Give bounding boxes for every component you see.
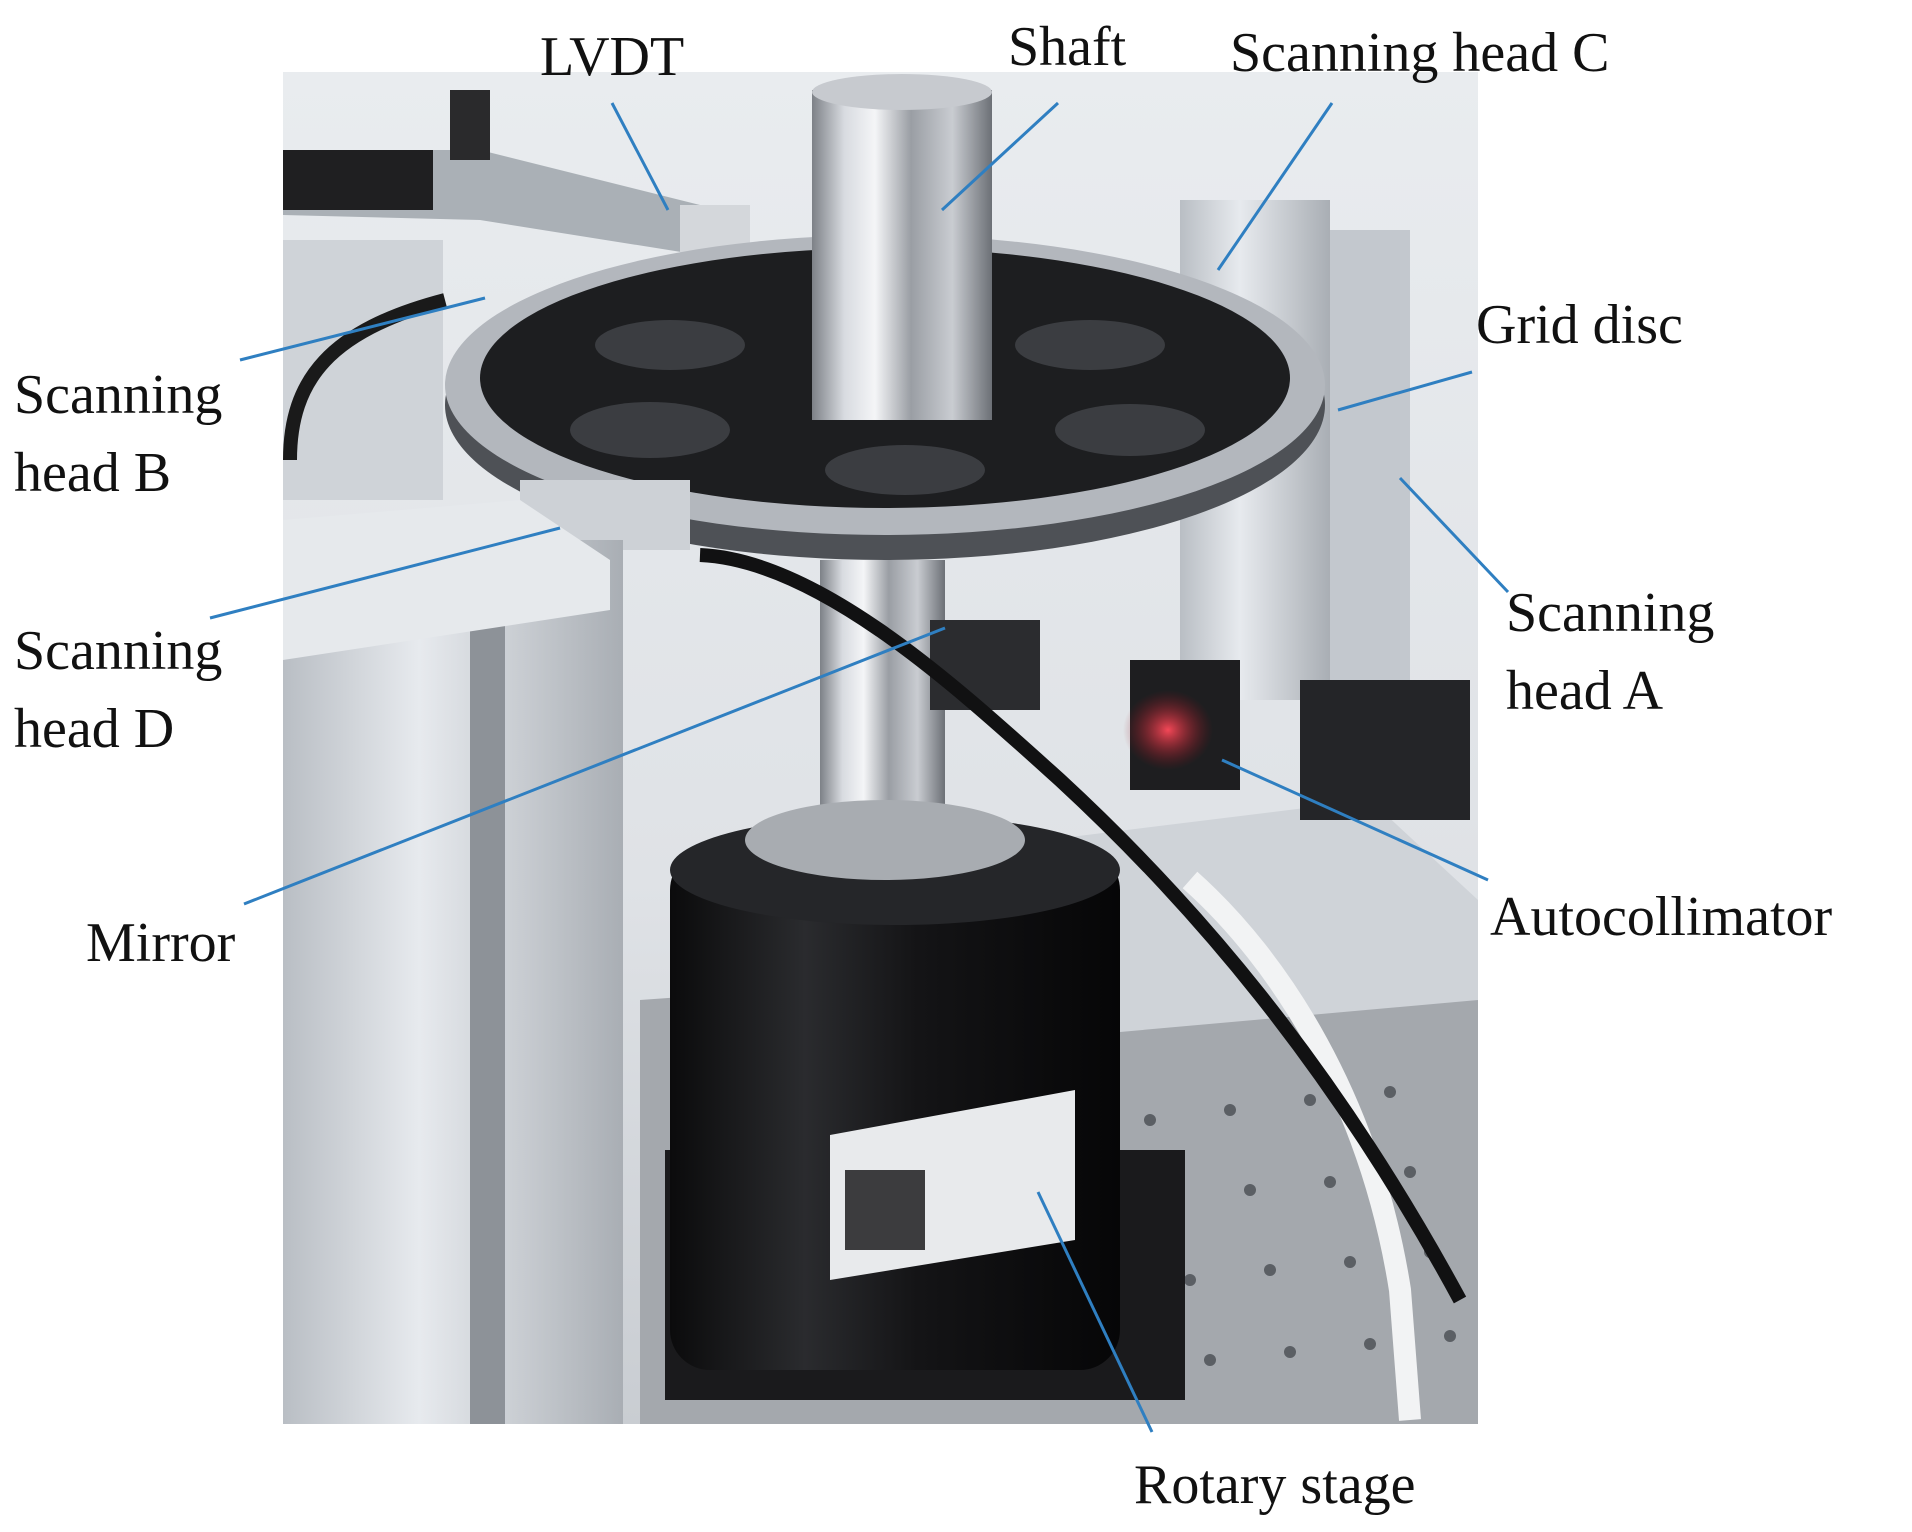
label-autocollimator-text: Autocollimator — [1490, 886, 1833, 948]
label-scanning-head-a-line2: head A — [1506, 660, 1664, 722]
leader-lvdt — [610, 102, 670, 211]
shaft-top — [812, 74, 992, 110]
label-scanning-head-b-line1: Scanning — [14, 364, 223, 426]
cable-black — [699, 548, 1467, 1304]
frame-post-far-right — [1330, 230, 1410, 690]
label-grid-disc-text: Grid disc — [1476, 294, 1683, 356]
label-scanning-head-d-line1: Scanning — [14, 620, 223, 682]
disc-holes — [570, 320, 1205, 495]
leader-shaft — [940, 101, 1060, 212]
autocollimator-lens-glow — [1123, 690, 1213, 770]
leader-grid-disc — [1337, 370, 1473, 412]
leader-scanning-head-d — [209, 526, 561, 620]
label-scanning-head-b: Scanning head B — [14, 356, 222, 512]
leader-scanning-head-a — [1398, 476, 1510, 594]
label-autocollimator: Autocollimator — [1490, 878, 1832, 956]
lvdt-clamp — [283, 150, 433, 210]
label-mirror: Mirror — [86, 904, 235, 982]
label-shaft-text: Shaft — [1008, 16, 1127, 78]
mirror-mount — [930, 620, 1040, 710]
leader-scanning-head-b — [239, 296, 486, 362]
rotary-stage-collar — [745, 800, 1025, 880]
lvdt-knob — [450, 90, 490, 160]
leader-lines — [209, 101, 1510, 1433]
leader-rotary-stage — [1036, 1191, 1154, 1433]
label-shaft: Shaft — [1008, 8, 1126, 86]
shaft-upper — [812, 90, 992, 420]
frame-post-front-left — [283, 540, 623, 1424]
label-scanning-head-a: Scanning head A — [1506, 574, 1714, 730]
label-scanning-head-d: Scanning head D — [14, 612, 222, 768]
autocollimator-side-unit — [1300, 680, 1470, 820]
label-scanning-head-b-line2: head B — [14, 442, 172, 504]
label-scanning-head-c-text: Scanning head C — [1230, 22, 1610, 84]
extrusion-end-profile — [283, 500, 610, 660]
leader-scanning-head-c — [1216, 102, 1334, 271]
frame-post-slot — [470, 590, 505, 1424]
label-rotary-stage: Rotary stage — [1134, 1446, 1415, 1524]
frame-rail-left-back — [283, 240, 443, 500]
label-rotary-stage-text: Rotary stage — [1134, 1454, 1416, 1516]
rotary-stage-qr-code — [845, 1170, 925, 1250]
label-scanning-head-a-line1: Scanning — [1506, 582, 1715, 644]
cable-white — [1182, 871, 1421, 1421]
label-lvdt: LVDT — [540, 18, 684, 96]
leader-mirror — [243, 626, 946, 906]
label-scanning-head-d-line2: head D — [14, 698, 175, 760]
leader-autocollimator — [1221, 758, 1489, 882]
label-mirror-text: Mirror — [86, 912, 236, 974]
label-scanning-head-c: Scanning head C — [1230, 14, 1609, 92]
cable-left — [283, 293, 447, 461]
label-lvdt-text: LVDT — [540, 26, 685, 88]
label-grid-disc: Grid disc — [1476, 286, 1683, 364]
